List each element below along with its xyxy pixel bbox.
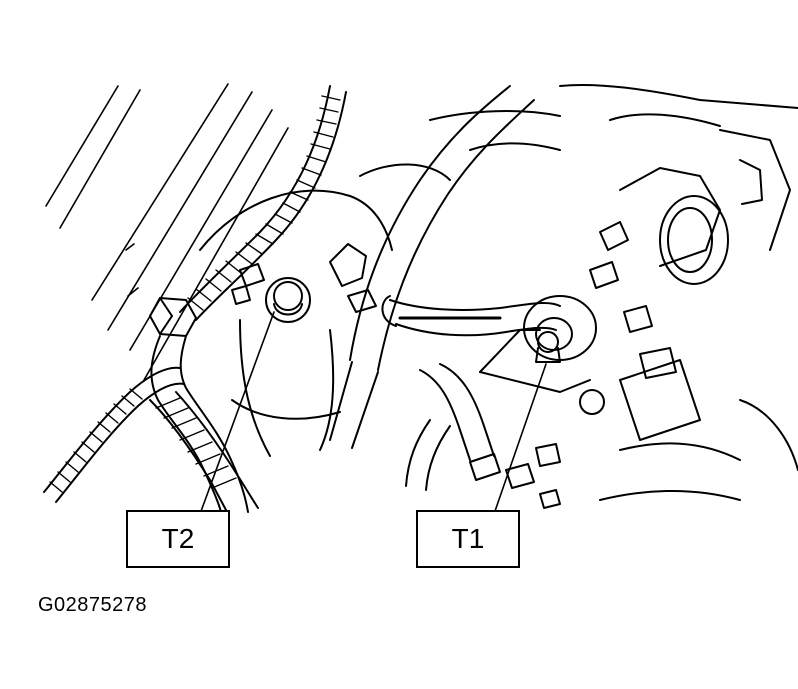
t2-leader-line (199, 311, 275, 515)
bolt-t1 (535, 331, 561, 363)
callout-t2-box: T2 (126, 510, 230, 568)
t1-leader-line (493, 363, 547, 515)
corrugated-harness-upper (179, 85, 347, 321)
lower-center-hoses (405, 363, 561, 509)
callout-t1-label: T1 (451, 523, 485, 554)
left-hose-fitting (149, 297, 249, 517)
lower-right-housing (599, 399, 798, 501)
bolt-t2 (265, 277, 311, 323)
figure-id-label: G02875278 (38, 594, 148, 616)
diagonal-pipe (329, 85, 535, 449)
strut-tower-housing (199, 163, 451, 457)
callout-t1-box: T1 (416, 510, 520, 568)
link-arm (381, 295, 597, 361)
small-fitting-left (231, 263, 265, 305)
corrugated-harness-lower-left (43, 366, 259, 511)
right-connectors (579, 221, 701, 441)
upper-right-components (429, 83, 798, 285)
callout-t2-label: T2 (161, 523, 195, 554)
t1-bracket (479, 329, 591, 393)
clamp-nut (329, 243, 377, 313)
panel-edge-lines (45, 83, 289, 381)
